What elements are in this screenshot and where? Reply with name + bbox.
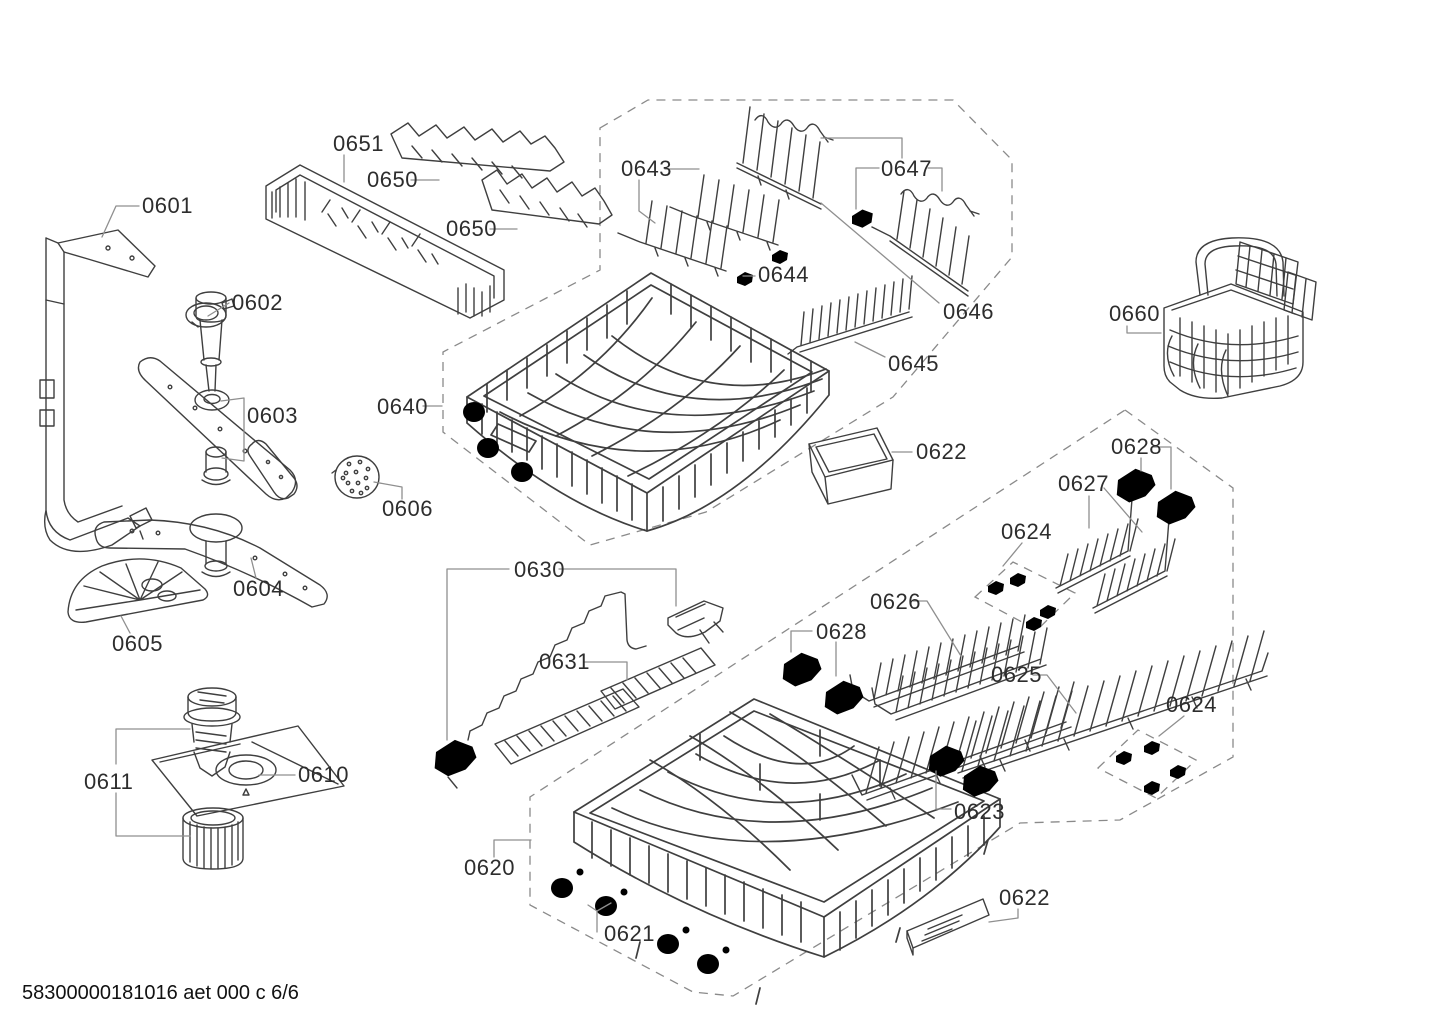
document-number: 58300000181016 aet 000 c 6/6 [22, 982, 299, 1004]
part-0631-rails-drawing [494, 647, 716, 765]
part-0645-tine-row-drawing [787, 275, 913, 355]
part-label-0601: 0601 [142, 193, 193, 218]
dashed-box-clips-lower [1096, 729, 1198, 799]
part-label-0620: 0620 [464, 855, 515, 880]
part-label-0626: 0626 [870, 589, 921, 614]
part-label-0646: 0646 [943, 299, 994, 324]
part-0643-tine-rows-drawing [617, 174, 780, 277]
part-label-0647: 0647 [881, 156, 932, 181]
part-0602-ring-drawing [185, 298, 235, 328]
part-label-0645: 0645 [888, 351, 939, 376]
part-labels: 0601 0602 0603 0604 0605 0606 0610 0611 … [84, 131, 1217, 946]
part-label-0651: 0651 [333, 131, 384, 156]
part-0625-tine-rows-drawing [851, 630, 1269, 801]
part-0651-tray-drawing [265, 164, 505, 319]
part-label-0624-upper: 0624 [1001, 519, 1052, 544]
part-label-0605: 0605 [112, 631, 163, 656]
dashed-region-upper-rack-group [442, 99, 1013, 546]
part-0611-filter-drawing [182, 687, 244, 870]
part-0650-rack-lower-drawing [481, 169, 613, 228]
part-0620-lower-basket-drawing [573, 698, 1001, 1005]
part-0630-wire-drawing [434, 591, 724, 789]
part-label-0650-upper: 0650 [367, 167, 418, 192]
part-label-0624-lower: 0624 [1166, 692, 1217, 717]
part-0605-screen-drawing [67, 558, 209, 623]
part-0626-tine-rows-drawing [849, 614, 1048, 721]
part-0627-tine-rows-drawing [1055, 494, 1178, 614]
part-label-0606: 0606 [382, 496, 433, 521]
part-label-0628-left: 0628 [816, 619, 867, 644]
part-0650-rack-upper-drawing [390, 122, 565, 179]
part-0660-cutlery-basket-drawing [1163, 237, 1317, 400]
part-label-0640: 0640 [377, 394, 428, 419]
part-label-0604: 0604 [233, 576, 284, 601]
part-0646-tine-row-drawing [736, 106, 822, 210]
part-0603-spray-arm-drawing [137, 291, 298, 501]
part-0622-tray-drawing [808, 427, 894, 505]
part-0604-spray-arm-drawing [94, 513, 328, 608]
part-label-0650-lower: 0650 [446, 216, 497, 241]
leader-lines [101, 137, 1185, 933]
part-label-0610: 0610 [298, 762, 349, 787]
dashed-box-clips-upper [973, 561, 1077, 631]
part-0647-wires-drawing [754, 115, 980, 297]
part-0601-frame-drawing [39, 229, 156, 553]
part-label-0643: 0643 [621, 156, 672, 181]
part-label-0603: 0603 [247, 403, 298, 428]
part-label-0630: 0630 [514, 557, 565, 582]
part-label-0628-upper: 0628 [1111, 434, 1162, 459]
part-0621-wheels-drawing [551, 862, 735, 974]
part-label-0602: 0602 [232, 290, 283, 315]
part-label-0644: 0644 [758, 262, 809, 287]
part-label-0621: 0621 [604, 921, 655, 946]
part-label-0631: 0631 [539, 649, 590, 674]
part-label-0611: 0611 [84, 769, 133, 794]
part-label-0627: 0627 [1058, 471, 1109, 496]
part-label-0622-lower: 0622 [999, 885, 1050, 910]
part-0606-disc-drawing [331, 455, 380, 499]
part-label-0622-upper: 0622 [916, 439, 967, 464]
part-0640-upper-basket-drawing [466, 272, 830, 532]
part-0610-plate-drawing [151, 725, 345, 817]
part-0622-panel-drawing [906, 898, 990, 956]
part-label-0623: 0623 [954, 799, 1005, 824]
part-label-0625: 0625 [991, 662, 1042, 687]
part-label-0660: 0660 [1109, 301, 1160, 326]
